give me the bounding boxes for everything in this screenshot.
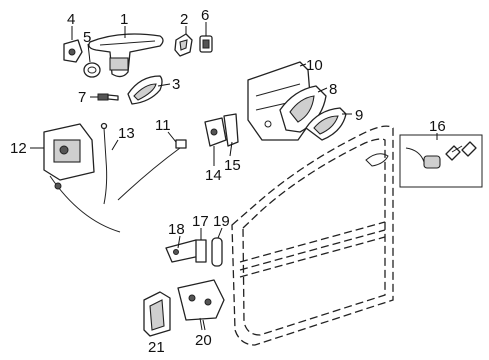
part-19-hinge-cover: [211, 237, 223, 267]
part-14-striker: [204, 117, 227, 147]
part-6-cap: [199, 35, 213, 53]
leader-lines: [30, 22, 438, 331]
callout-9: 9: [355, 107, 363, 124]
callout-16: 16: [429, 118, 446, 135]
part-7-screw: [97, 93, 119, 101]
callout-8: 8: [329, 81, 337, 98]
part-15-shim: [223, 113, 239, 147]
callout-14: 14: [205, 167, 222, 184]
part-3-bezel: [127, 75, 163, 105]
callout-15: 15: [224, 157, 241, 174]
part-13-lock-rod: [100, 122, 108, 205]
callout-17: 17: [192, 213, 209, 230]
callout-5: 5: [83, 29, 91, 46]
part-20-lower-hinge: [177, 279, 225, 331]
part-18-upper-hinge: [165, 239, 201, 263]
callout-11: 11: [155, 117, 171, 134]
callout-6: 6: [201, 7, 209, 24]
callout-4: 4: [67, 11, 75, 28]
part-5-gasket: [83, 62, 101, 78]
callout-3: 3: [172, 76, 180, 93]
part-11-cable: [117, 139, 187, 201]
part-4-cover: [63, 39, 83, 63]
part-9-inside-handle: [305, 107, 347, 141]
callout-10: 10: [306, 57, 323, 74]
part-12-door-latch: [43, 123, 121, 233]
callout-18: 18: [168, 221, 185, 238]
door-shell: [231, 125, 394, 346]
part-16-key-set: [399, 134, 483, 188]
part-21-boot: [143, 291, 171, 337]
callout-13: 13: [118, 125, 135, 142]
callout-21: 21: [148, 339, 165, 356]
callout-2: 2: [180, 11, 188, 28]
callouts: 1 2 3 4 5 6 7 8 9 10 11 12 13 14 15 16 1…: [10, 7, 446, 356]
callout-12: 12: [10, 140, 27, 157]
callout-7: 7: [78, 89, 86, 106]
outside-handle: [88, 33, 164, 78]
part-2-clip: [174, 33, 193, 57]
callout-1: 1: [120, 11, 128, 28]
part-17-hinge-pin: [195, 239, 207, 263]
callout-19: 19: [213, 213, 230, 230]
callout-20: 20: [195, 332, 212, 349]
